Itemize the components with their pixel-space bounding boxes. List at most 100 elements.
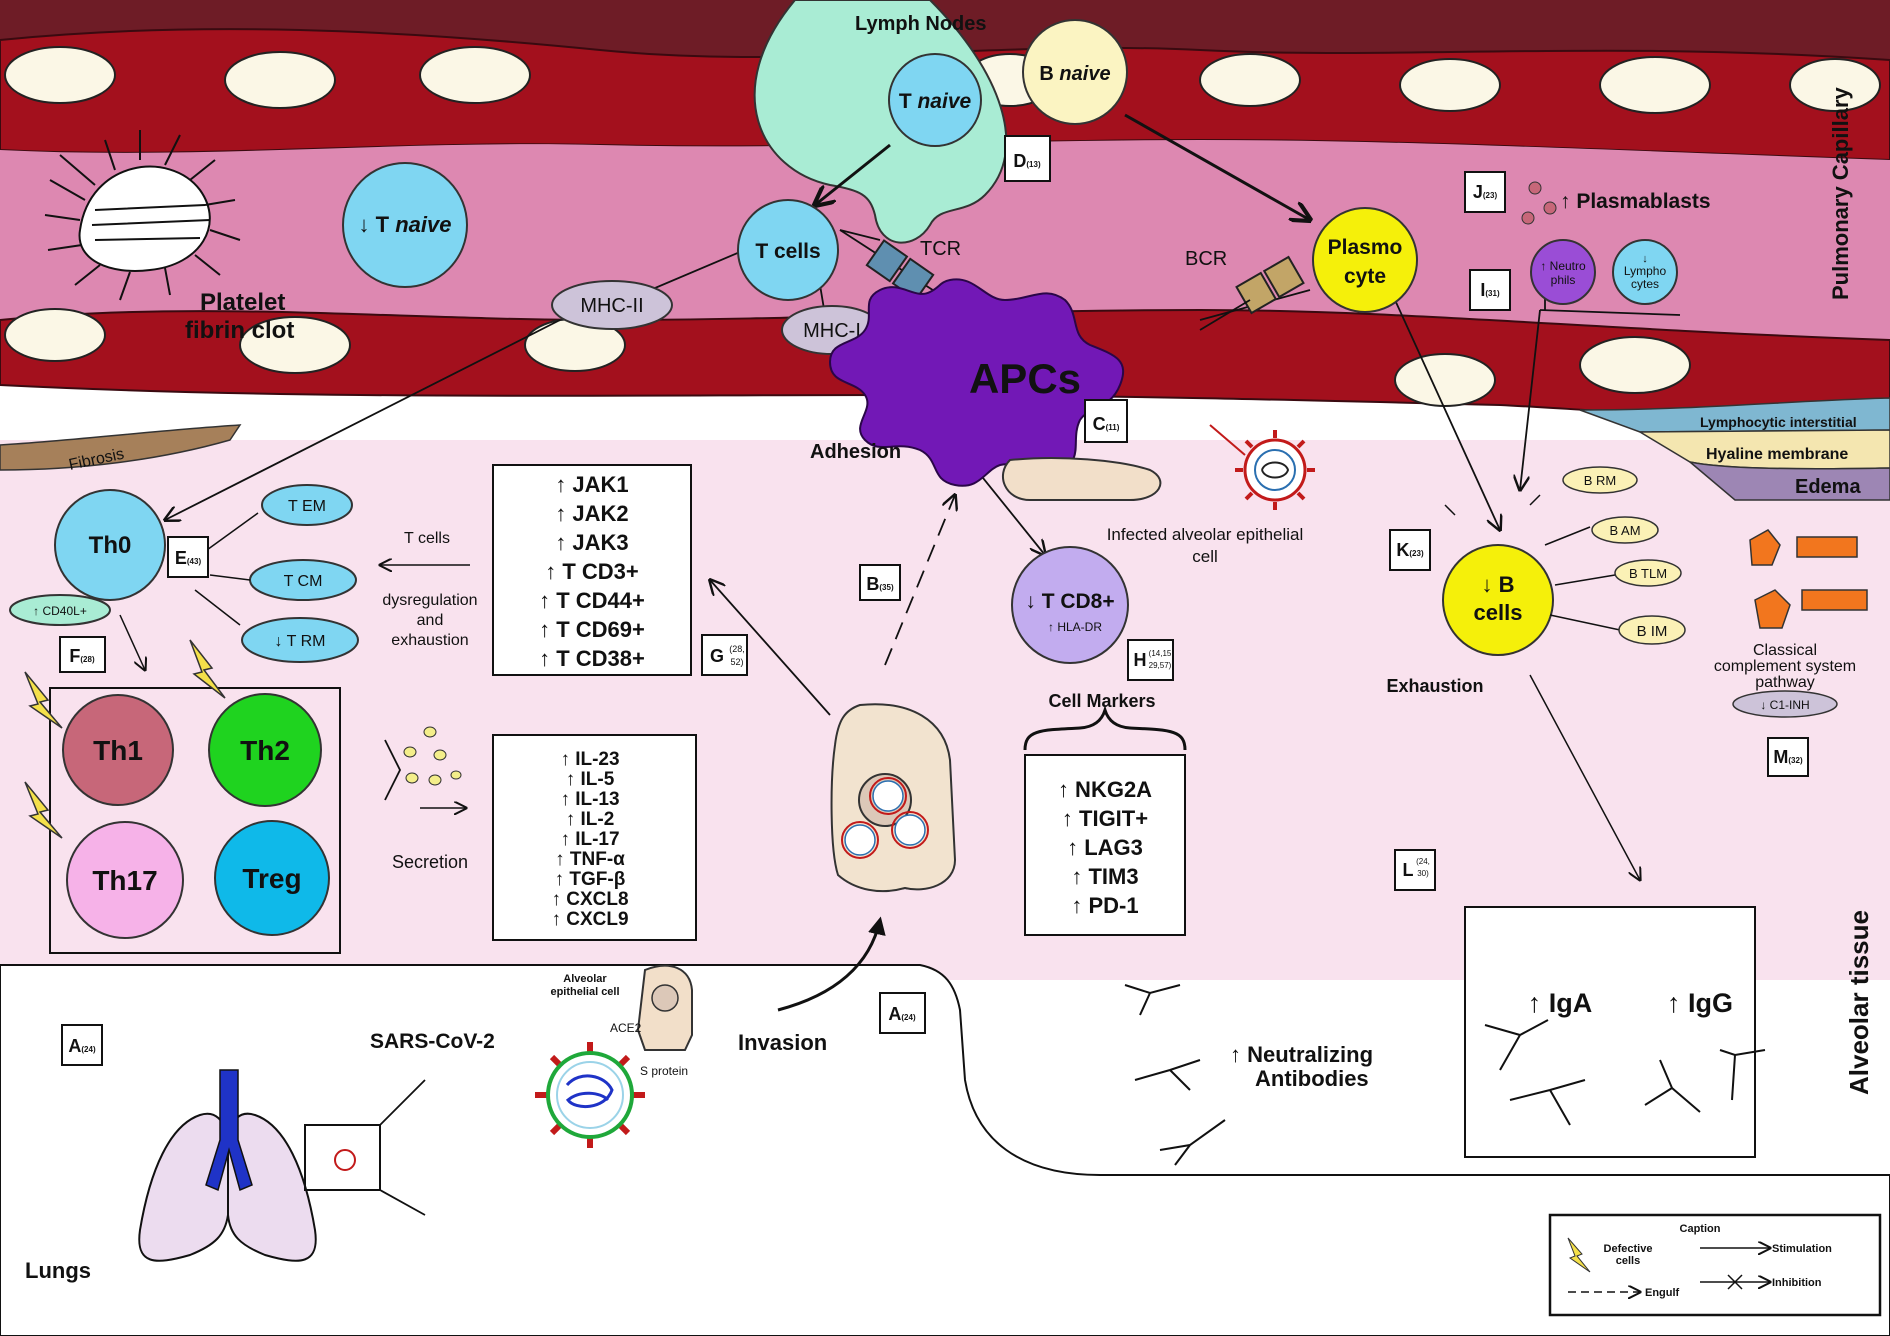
dysreg-line1: T cells: [404, 530, 450, 547]
hyaline-membrane-label: Hyaline membrane: [1706, 446, 1848, 463]
apcs-label: APCs: [969, 355, 1081, 402]
b-cells-label-line1: ↓ B: [1482, 572, 1515, 597]
jak-box-item: ↑ JAK1: [555, 472, 628, 497]
fibrosis-band: [0, 424, 242, 471]
caption-inhibition-x-icon: [1727, 1274, 1743, 1290]
mhc-ii-molecule: [551, 280, 673, 330]
decreased-t-naive-label: ↓ T naive: [359, 212, 452, 237]
plasmocyte-label-line1: Plasmo: [1328, 236, 1403, 259]
th0-to-subsets-arrow: [119, 614, 145, 670]
b-naive-label: B naive: [1039, 63, 1110, 85]
bcells-to-antibody-arrow: [1529, 674, 1640, 880]
b-rm-cell: [1562, 466, 1638, 494]
plasmocyte-label-line2: cyte: [1344, 265, 1386, 288]
jak-box-item: ↑ T CD38+: [539, 646, 645, 671]
cytokine-item: ↑ IL-2: [566, 809, 615, 830]
tcr-label: TCR: [920, 238, 961, 260]
pulmonary-label: Pulmonary Capillary: [1828, 86, 1853, 300]
virus-icons-in-cell: [841, 777, 929, 859]
ref-L: L: [1403, 860, 1414, 880]
neutralizing-line2: Antibodies: [1255, 1066, 1369, 1091]
caption-engulf: Engulf: [1645, 1287, 1680, 1299]
cytokine-item: ↑ IL-5: [566, 769, 615, 790]
reference-boxes: [59, 135, 1809, 1066]
caption-defective-line1: Defective: [1604, 1243, 1653, 1255]
invasion-arrow: [777, 916, 886, 1012]
ref-M: M(32): [1773, 747, 1803, 767]
ref-L-cite2: 30): [1417, 869, 1429, 878]
plasmablast-dots-icon: [1521, 181, 1557, 225]
cell-markers-label: Cell Markers: [1048, 691, 1155, 711]
iga-label: ↑ IgA: [1528, 988, 1593, 1018]
infected-to-jak-arrow: [710, 580, 831, 716]
virus-to-apc-line: [1209, 424, 1246, 456]
th0-label: Th0: [89, 532, 132, 559]
markers-box: [1024, 754, 1186, 936]
virus-icon-small: [1235, 430, 1315, 510]
treg-label: Treg: [242, 863, 301, 894]
b-rm-label: B RM: [1584, 473, 1617, 488]
plasmocyte-cell: [1312, 207, 1418, 313]
caption-defective-line2: cells: [1616, 1255, 1640, 1267]
lightning-bolt-icons: [24, 639, 226, 839]
caption-box: [1548, 1213, 1882, 1317]
jak-box-item: ↑ T CD44+: [539, 588, 645, 613]
th1-label: Th1: [93, 735, 143, 766]
antibody-icons: [1124, 984, 1766, 1166]
th0-to-tem-line: [199, 512, 259, 556]
infected-label-line2: cell: [1192, 547, 1218, 566]
th17-label: Th17: [92, 865, 157, 896]
t-cells-label: T cells: [755, 240, 820, 263]
bcr-connector: [1199, 299, 1251, 331]
cytokine-item: ↑ TGF-β: [555, 869, 626, 890]
alveolar-tissue-label: Alveolar tissue: [1844, 910, 1874, 1095]
caption-title: Caption: [1680, 1223, 1721, 1235]
ref-G-cite2: 52): [730, 657, 743, 667]
lymphocytes-cell: [1612, 239, 1678, 305]
jak-box: [492, 464, 692, 676]
infected-epithelial-cell: [1001, 457, 1162, 501]
cytokine-box: [492, 734, 697, 941]
lungs-zoom-virus-icon: [334, 1149, 356, 1171]
cytokine-item: ↑ IL-23: [560, 749, 619, 770]
ref-K: K(23): [1396, 540, 1424, 560]
c1-inh-cell: [1732, 690, 1838, 718]
edema-label: Edema: [1795, 476, 1861, 498]
bcells-to-btlm: [1554, 574, 1616, 586]
secretion-dots-icon: [403, 726, 462, 786]
secretion-label: Secretion: [392, 852, 468, 872]
antibody-box: [1464, 906, 1756, 1158]
invasion-label: Invasion: [738, 1030, 827, 1055]
platelet-label-line2: fibrin clot: [185, 317, 294, 344]
c1-inh-label: ↓ C1-INH: [1760, 698, 1809, 712]
arrow-lymph-to-tcells: [815, 143, 891, 205]
dysreg-line3: and: [417, 612, 444, 629]
ref-D: D(13): [1013, 151, 1041, 171]
bcr-label: BCR: [1185, 248, 1227, 270]
ref-A-lungs: A(24): [68, 1036, 96, 1056]
lymphocytes-label-line1: Lympho: [1624, 264, 1667, 278]
dysreg-line2: dysregulation: [382, 592, 477, 609]
jak-box-item: ↑ T CD3+: [545, 559, 639, 584]
caption-stimulation: Stimulation: [1772, 1243, 1832, 1255]
platelet-fibrin-clot-icon: [44, 130, 241, 301]
exhaustion-label: Exhaustion: [1386, 676, 1483, 696]
b-am-cell: [1591, 516, 1659, 544]
th-box-chevron: [384, 739, 402, 801]
t-cm-label: T CM: [284, 573, 323, 590]
marker-item: ↑ NKG2A: [1058, 777, 1152, 802]
ref-G: G: [710, 646, 724, 666]
marker-item: ↑ TIM3: [1071, 864, 1138, 889]
lymphocytes-label-line0: ↓: [1642, 253, 1648, 265]
cd8-label-line1: ↓ T CD8+: [1025, 590, 1114, 613]
cytokine-item: ↑ CXCL9: [551, 909, 628, 930]
th17-cell: [66, 821, 184, 939]
red-blood-cells: [4, 46, 1881, 407]
blood-plasma: [0, 140, 1890, 340]
decreased-t-naive-cell: [342, 162, 468, 288]
complement-line3: pathway: [1755, 674, 1815, 691]
t-em-label: T EM: [288, 498, 326, 515]
cd40l-label: ↑ CD40L+: [33, 604, 87, 618]
jak-box-item: ↑ JAK2: [555, 501, 628, 526]
th0-to-trm-line: [194, 589, 241, 626]
